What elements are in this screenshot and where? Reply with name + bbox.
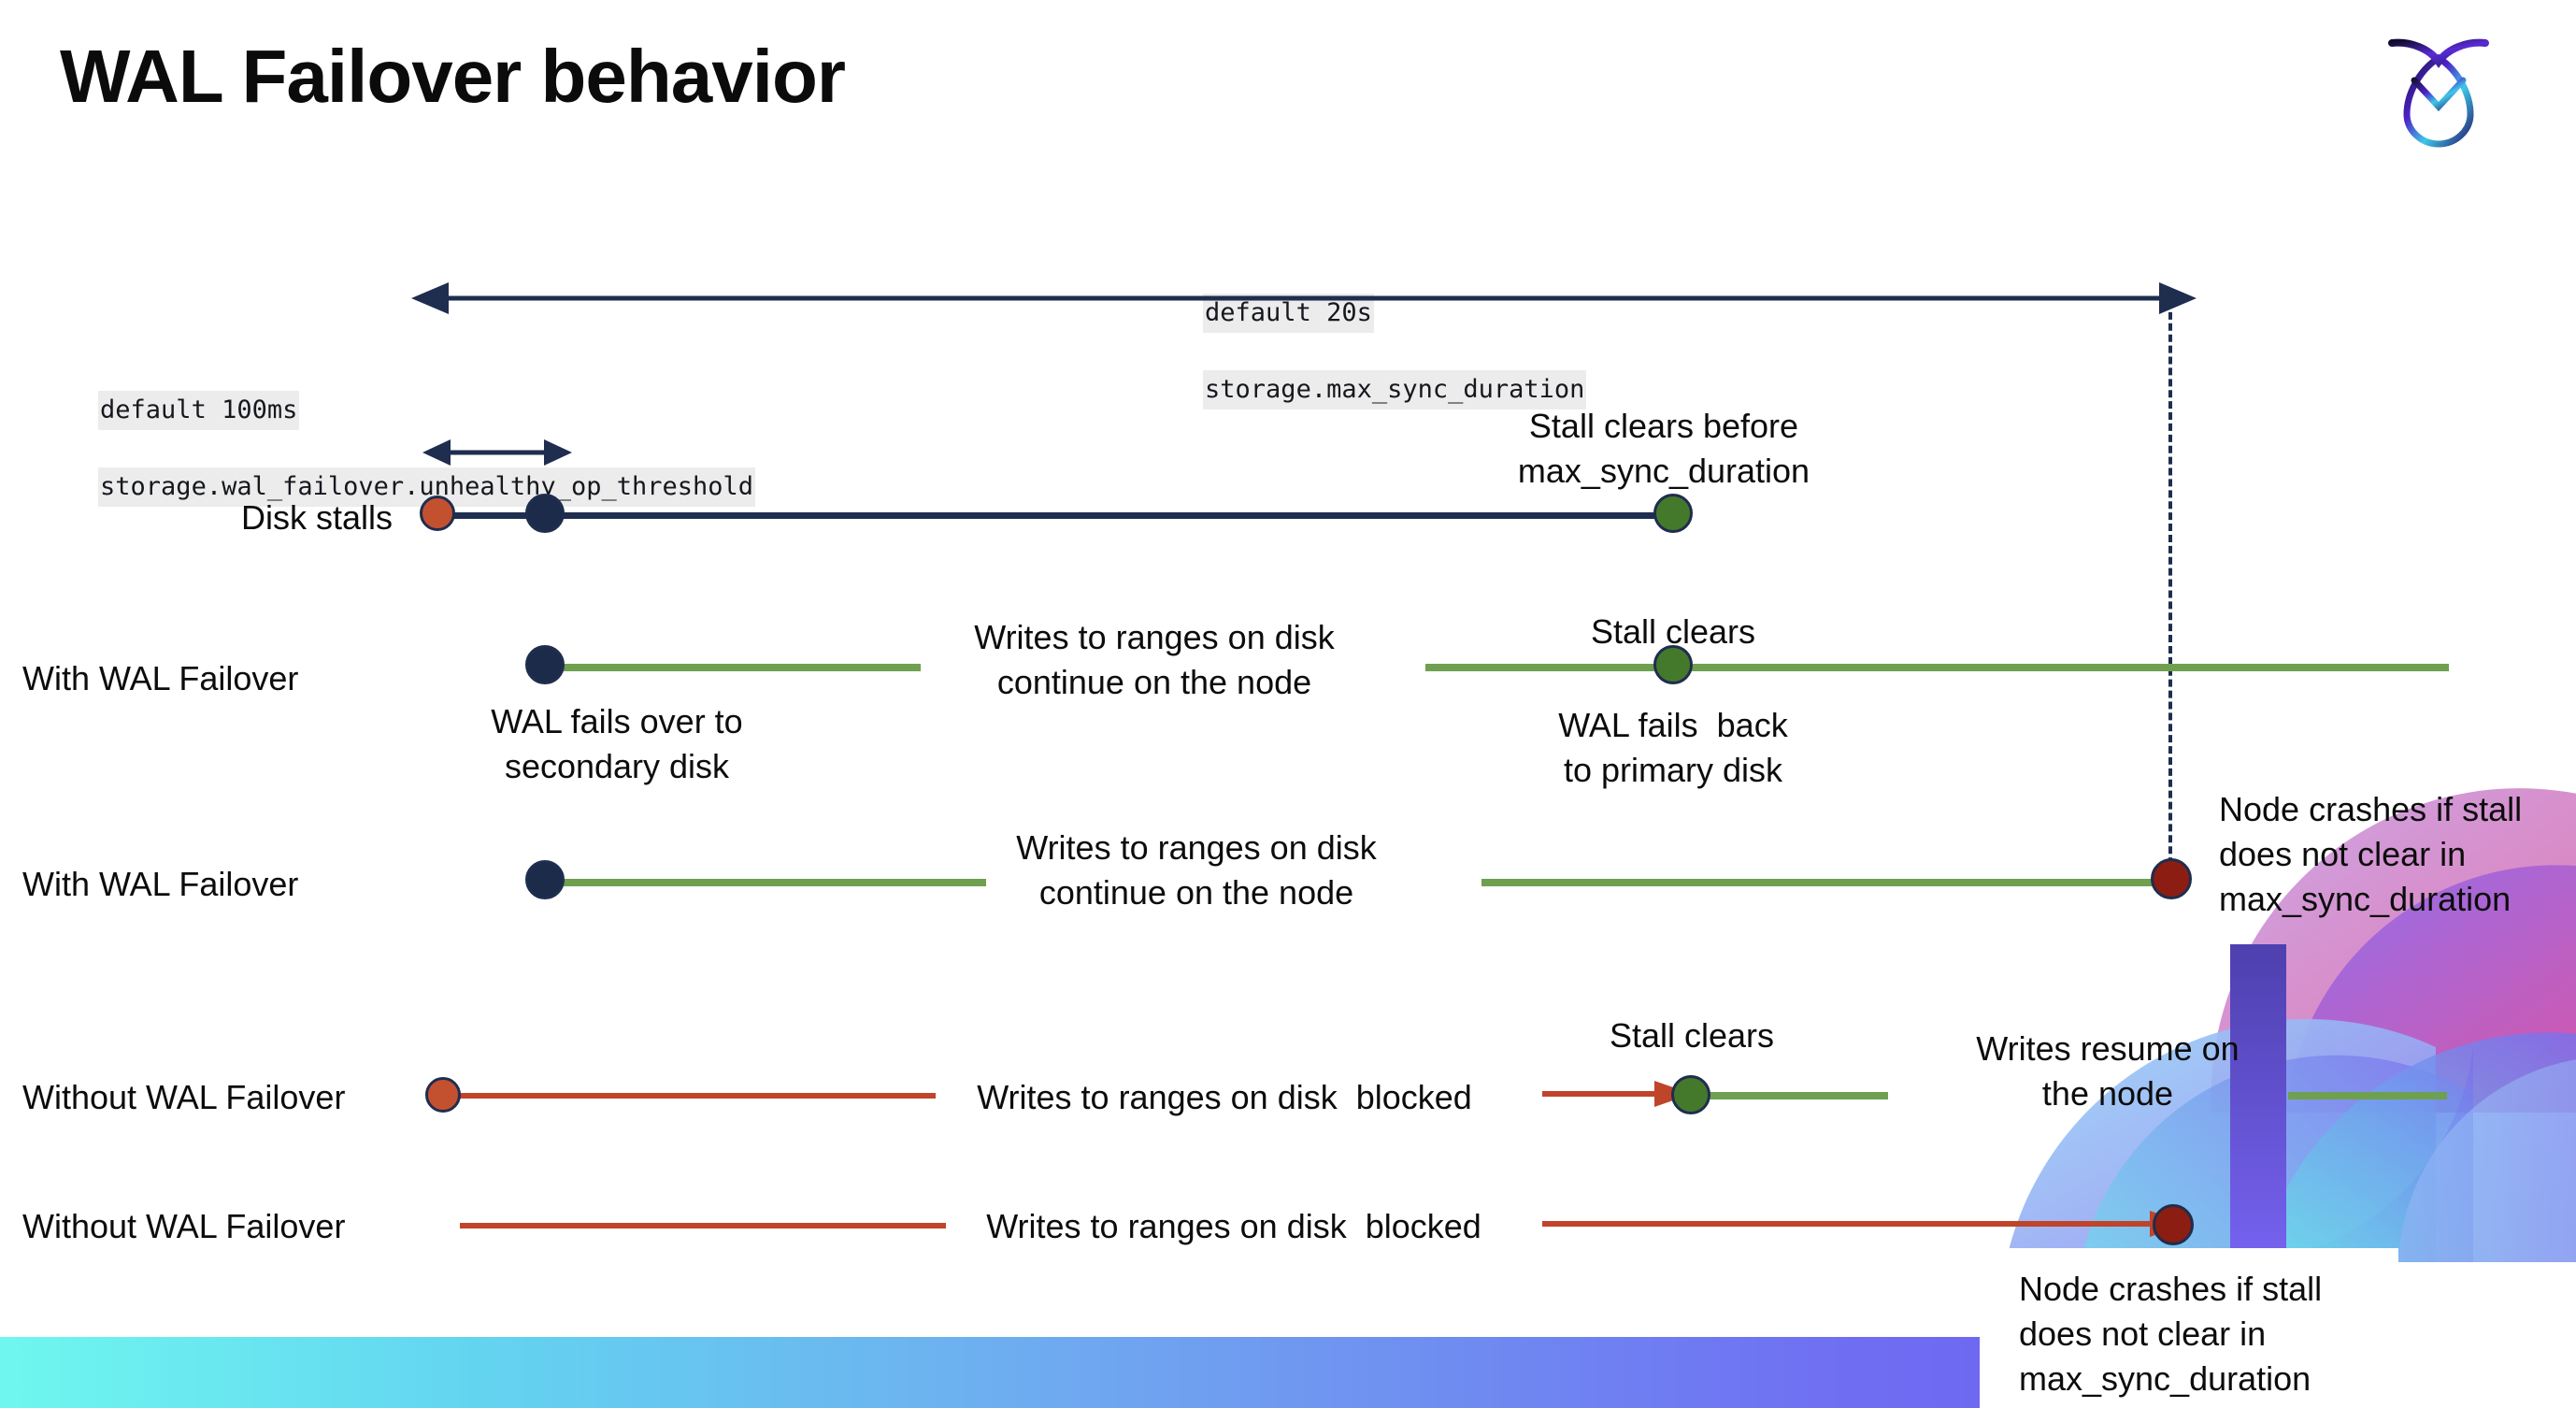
disk-stall-failover-dot <box>525 494 565 533</box>
crash-note-row3: Node crashes if stall does not clear in … <box>2219 790 2523 918</box>
row-label-without-wal-failover-clears: Without WAL Failover <box>22 1078 346 1116</box>
stall-start-dot-row4 <box>425 1077 461 1113</box>
unhealthy-op-threshold-setting-label: default 100ms storage.wal_failover.unhea… <box>37 353 756 544</box>
max-sync-duration-deadline-guide <box>2168 301 2172 876</box>
wal-failover-timeline-left-row3 <box>542 879 986 886</box>
wal-failover-timeline-left-row2 <box>542 664 921 671</box>
max-sync-duration-setting-label: default 20s storage.max_sync_duration <box>1142 256 1587 447</box>
cockroachdb-logo-icon <box>2388 38 2489 148</box>
blocked-writes-arrow-row5 <box>1542 1211 2187 1237</box>
disk-stall-start-dot <box>420 496 455 531</box>
marker-wal-fails-back-row2: WAL fails back to primary disk <box>1558 706 1788 789</box>
page-title: WAL Failover behavior <box>60 35 846 118</box>
disk-stall-timeline <box>439 512 1673 519</box>
crash-note-row5: Node crashes if stall does not clear in … <box>2019 1270 2323 1398</box>
wal-failover-timeline-right-row2 <box>1425 664 2449 671</box>
row-label-with-wal-failover-crash: With WAL Failover <box>22 865 299 903</box>
blocked-writes-arrow-row4 <box>1542 1081 1692 1107</box>
wal-failover-start-dot-row3 <box>525 860 565 899</box>
marker-stall-clears-row4: Stall clears <box>1609 1016 1775 1055</box>
note-writes-continue-row2: Writes to ranges on disk continue on the… <box>974 618 1335 701</box>
marker-stall-clears-row2: Stall clears <box>1590 612 1756 651</box>
annotation-stall-clears-before: Stall clears before max_sync_duration <box>1517 407 1810 490</box>
disk-stall-clear-dot <box>1653 494 1693 533</box>
blocked-writes-timeline-row4 <box>454 1093 936 1099</box>
blocked-writes-timeline-row5 <box>460 1223 946 1228</box>
row-label-without-wal-failover-crash: Without WAL Failover <box>22 1207 346 1245</box>
writes-resume-timeline-far-row4 <box>2288 1092 2447 1099</box>
max-sync-duration-span-arrow <box>411 282 2197 314</box>
crash-note-callout-row5 <box>1980 1248 2398 1408</box>
note-writes-resume-row4: Writes resume on the node <box>1976 1029 2240 1113</box>
note-writes-continue-row3: Writes to ranges on disk continue on the… <box>1016 828 1377 912</box>
node-crash-dot-row3 <box>2151 858 2192 899</box>
row-label-disk-stalls: Disk stalls <box>240 498 393 537</box>
stall-clear-dot-row4 <box>1671 1075 1710 1114</box>
unhealthy-op-threshold-default: default 100ms <box>98 390 300 430</box>
node-crash-dot-row5 <box>2153 1204 2194 1245</box>
max-sync-duration-name: storage.max_sync_duration <box>1203 369 1587 409</box>
wal-failover-start-dot-row2 <box>525 645 565 684</box>
note-writes-blocked-row5: Writes to ranges on disk blocked <box>986 1207 1481 1245</box>
row-label-with-wal-failover-clears: With WAL Failover <box>22 659 299 697</box>
wal-failover-timeline-right-row3 <box>1481 879 2173 886</box>
unhealthy-op-threshold-span-arrow <box>422 439 572 466</box>
wal-failback-dot-row2 <box>1653 645 1693 684</box>
note-wal-fails-over-row2: WAL fails over to secondary disk <box>491 702 743 785</box>
writes-resume-timeline-row4 <box>1692 1092 1888 1099</box>
note-writes-blocked-row4: Writes to ranges on disk blocked <box>977 1078 1472 1116</box>
